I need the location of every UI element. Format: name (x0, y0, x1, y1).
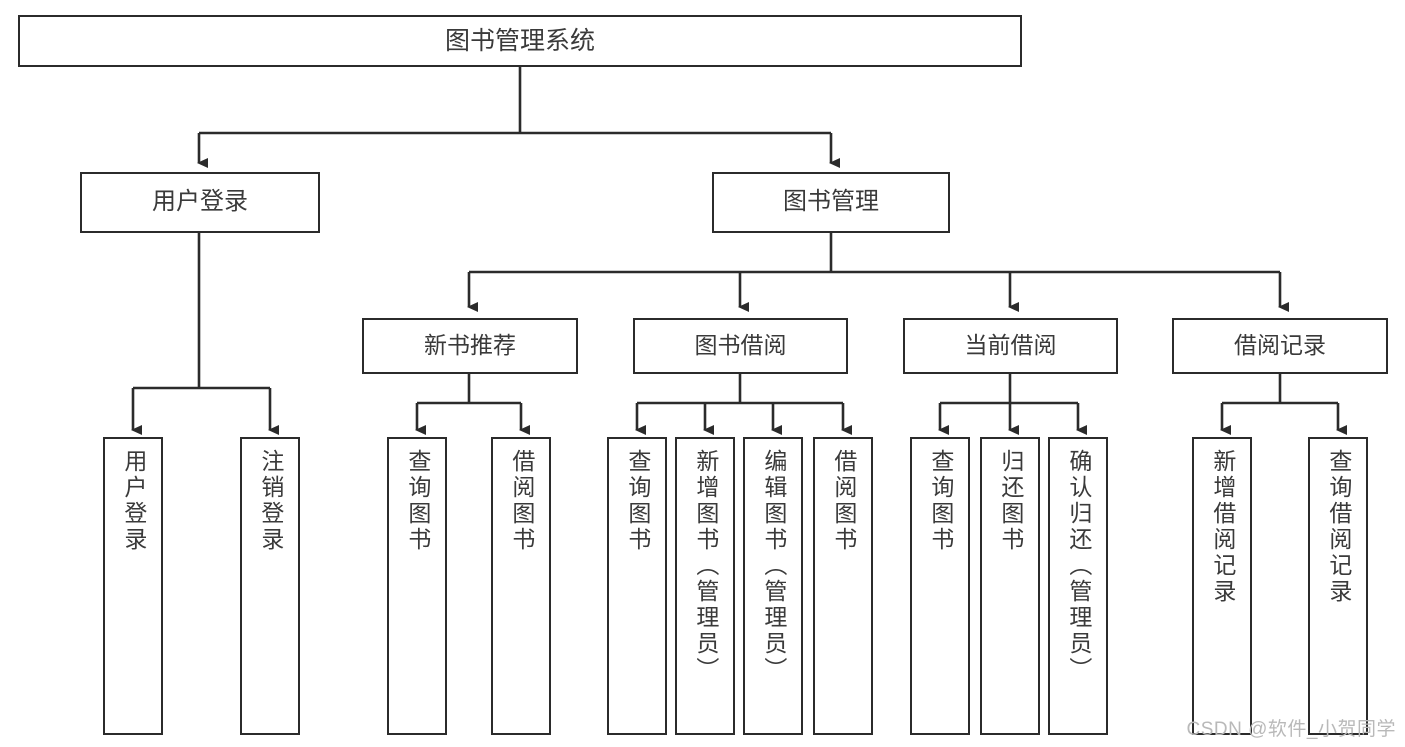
leaf-record-query[interactable]: 查询借阅记录 (1308, 437, 1368, 735)
leaf-label: 新增借阅记录 (1209, 449, 1236, 605)
leaf-label: 注销登录 (257, 449, 284, 553)
leaf-label: 用户登录 (120, 449, 147, 553)
leaf-new-book-borrow[interactable]: 借阅图书 (491, 437, 551, 735)
leaf-label: 借阅图书 (830, 449, 857, 553)
node-borrow-record-label: 借阅记录 (1234, 332, 1326, 359)
leaf-label: 编辑图书（管理员） (760, 449, 787, 683)
leaf-user-login-signin[interactable]: 用户登录 (103, 437, 163, 735)
node-new-book-recommend-label: 新书推荐 (424, 332, 516, 359)
leaf-label: 查询图书 (404, 449, 431, 553)
leaf-current-query-book[interactable]: 查询图书 (910, 437, 970, 735)
node-current-borrow-label: 当前借阅 (964, 332, 1057, 359)
leaf-record-add[interactable]: 新增借阅记录 (1192, 437, 1252, 735)
leaf-label: 新增图书（管理员） (692, 449, 719, 683)
watermark: CSDN @软件_小贺同学 (1186, 719, 1396, 740)
node-book-borrow-label: 图书借阅 (694, 332, 787, 359)
node-root[interactable]: 图书管理系统 (18, 15, 1022, 67)
leaf-label: 确认归还（管理员） (1065, 449, 1092, 683)
node-user-login-label: 用户登录 (152, 188, 248, 216)
node-user-login[interactable]: 用户登录 (80, 172, 320, 233)
leaf-borrow-edit-book-admin[interactable]: 编辑图书（管理员） (743, 437, 803, 735)
leaf-label: 查询图书 (624, 449, 651, 553)
leaf-label: 查询图书 (927, 449, 954, 553)
node-book-management[interactable]: 图书管理 (712, 172, 950, 233)
node-book-borrow[interactable]: 图书借阅 (633, 318, 848, 374)
leaf-label: 归还图书 (997, 449, 1024, 553)
leaf-current-return-book[interactable]: 归还图书 (980, 437, 1040, 735)
leaf-user-login-signout[interactable]: 注销登录 (240, 437, 300, 735)
leaf-borrow-borrow-book[interactable]: 借阅图书 (813, 437, 873, 735)
node-book-management-label: 图书管理 (783, 188, 879, 216)
leaf-borrow-query-book[interactable]: 查询图书 (607, 437, 667, 735)
node-borrow-record[interactable]: 借阅记录 (1172, 318, 1388, 374)
leaf-label: 借阅图书 (508, 449, 535, 553)
leaf-borrow-add-book-admin[interactable]: 新增图书（管理员） (675, 437, 735, 735)
node-new-book-recommend[interactable]: 新书推荐 (362, 318, 578, 374)
leaf-current-confirm-return-admin[interactable]: 确认归还（管理员） (1048, 437, 1108, 735)
node-current-borrow[interactable]: 当前借阅 (903, 318, 1118, 374)
leaf-new-book-query[interactable]: 查询图书 (387, 437, 447, 735)
leaf-label: 查询借阅记录 (1325, 449, 1352, 605)
node-root-label: 图书管理系统 (444, 27, 595, 55)
